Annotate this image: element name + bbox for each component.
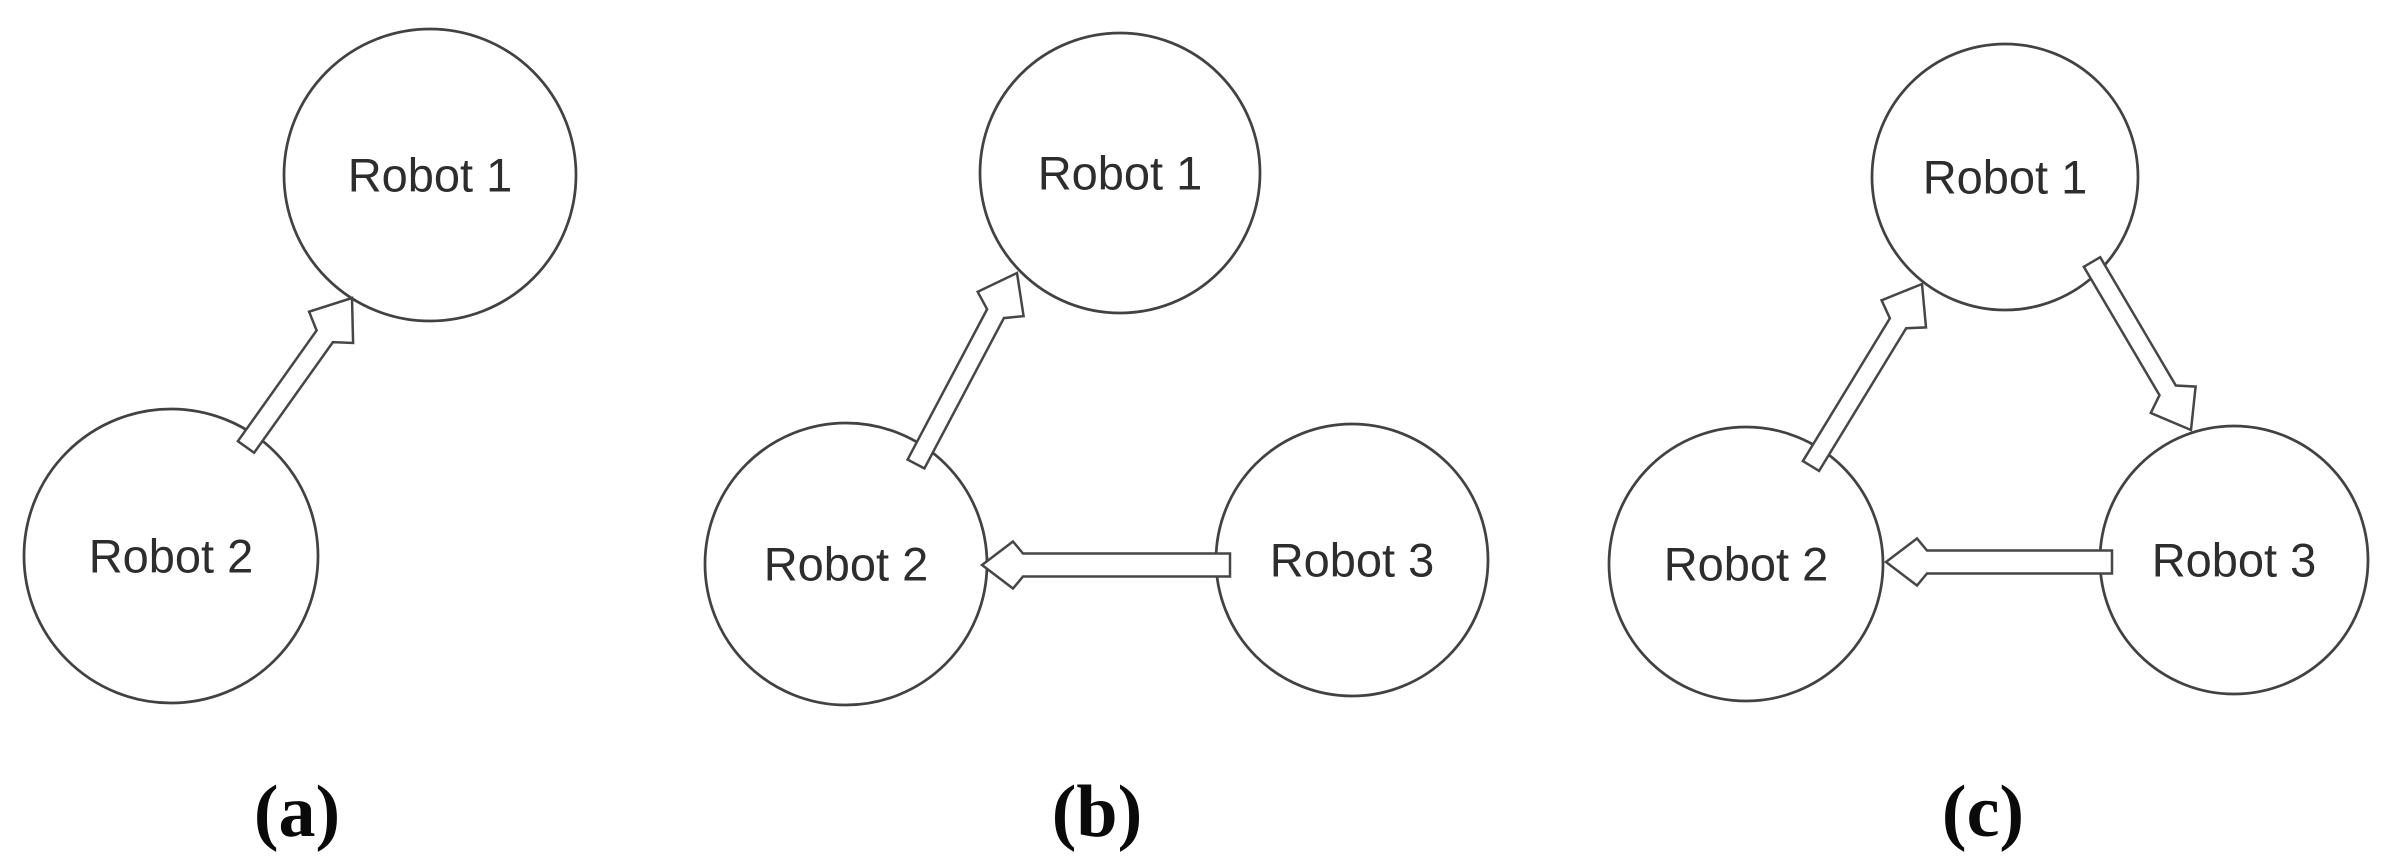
panel-caption-c: (c) (1942, 771, 2024, 853)
node-a-robot1-label: Robot 1 (348, 148, 513, 201)
node-c-robot1: Robot 1 (1870, 42, 2140, 312)
node-b-robot1-circle (978, 31, 1262, 315)
node-b-robot1: Robot 1 (978, 31, 1262, 315)
node-c-robot2-circle (1607, 425, 1885, 703)
node-b-robot3: Robot 3 (1214, 422, 1490, 698)
panel-caption-a: (a) (254, 771, 340, 853)
node-b-robot2-label: Robot 2 (764, 537, 929, 590)
node-c-robot3: Robot 3 (2098, 424, 2370, 696)
node-b-robot2: Robot 2 (703, 421, 989, 707)
node-c-robot1-circle (1870, 42, 2140, 312)
arrow-a-robot2-to-robot1 (236, 296, 355, 455)
panel-b: Robot 1 Robot 2 Robot 3 (b) (703, 31, 1490, 853)
node-a-robot1-circle (282, 27, 578, 323)
arrow-b-robot3-to-robot2 (979, 539, 1232, 591)
arrow-c-robot1-to-robot3 (2082, 255, 2197, 432)
arrow-c-robot2-to-robot1 (1801, 282, 1928, 473)
node-a-robot2-circle (22, 407, 320, 705)
node-b-robot3-label: Robot 3 (1270, 533, 1435, 586)
node-a-robot1: Robot 1 (282, 27, 578, 323)
node-c-robot2-label: Robot 2 (1664, 537, 1829, 590)
node-b-robot1-label: Robot 1 (1038, 146, 1203, 199)
arrow-b-robot2-to-robot1 (905, 271, 1026, 471)
node-c-robot2: Robot 2 (1607, 425, 1885, 703)
arrow-c-robot3-to-robot2 (1883, 536, 2114, 588)
node-c-robot1-label: Robot 1 (1923, 150, 2088, 203)
panel-c: Robot 1 Robot 2 Robot 3 (c) (1607, 42, 2370, 853)
node-a-robot2-label: Robot 2 (89, 529, 254, 582)
panel-a: Robot 1 Robot 2 (a) (22, 27, 578, 853)
node-c-robot3-label: Robot 3 (2152, 533, 2317, 586)
node-a-robot2: Robot 2 (22, 407, 320, 705)
panel-caption-b: (b) (1052, 771, 1142, 853)
